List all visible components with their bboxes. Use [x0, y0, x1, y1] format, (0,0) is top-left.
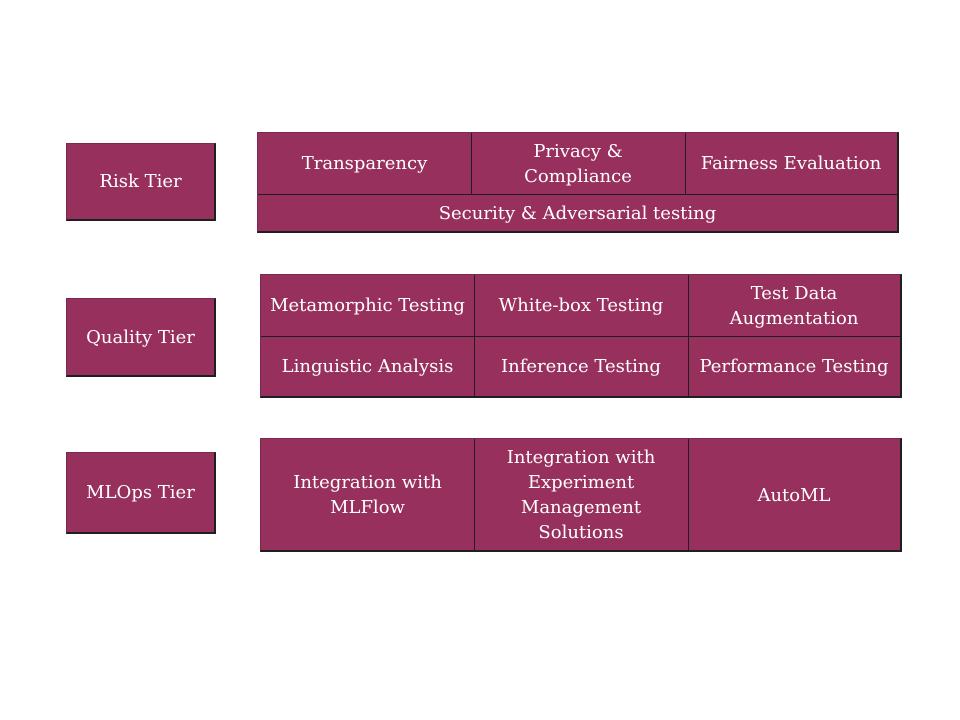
quality-item-performance: Performance Testing	[699, 356, 889, 377]
mlops-item-experiment-management: Integration with Experiment Management S…	[506, 447, 656, 543]
risk-grid-divider	[685, 133, 686, 194]
quality-item-whitebox: White-box Testing	[498, 295, 664, 316]
mlops-grid-divider	[688, 439, 689, 551]
mlops-item-automl: AutoML	[757, 484, 831, 506]
quality-item-linguistic: Linguistic Analysis	[281, 356, 454, 377]
mlops-tier-label-text: MLOps Tier	[86, 482, 195, 503]
quality-item-test-data-augmentation: Test Data Augmentation	[729, 282, 859, 329]
risk-item-fairness-evaluation: Fairness Evaluation	[700, 153, 882, 174]
quality-grid-divider	[261, 336, 900, 337]
risk-grid-divider	[258, 194, 897, 195]
risk-tier-label-text: Risk Tier	[99, 171, 182, 192]
quality-tier-grid: Metamorphic Testing White-box Testing Te…	[260, 274, 902, 398]
mlops-item-mlflow: Integration with MLFlow	[293, 472, 442, 518]
mlops-grid-divider	[474, 439, 475, 551]
risk-item-transparency: Transparency	[301, 153, 428, 174]
risk-item-security-adversarial: Security & Adversarial testing	[438, 202, 717, 224]
mlops-tier-label: MLOps Tier	[66, 452, 216, 534]
risk-grid-divider	[471, 133, 472, 194]
mlops-tier-grid: Integration with MLFlow Integration with…	[260, 438, 902, 552]
risk-item-privacy-compliance: Privacy & Compliance	[524, 140, 632, 187]
quality-tier-label-text: Quality Tier	[86, 326, 195, 348]
quality-tier-label: Quality Tier	[66, 298, 216, 377]
risk-tier-label: Risk Tier	[66, 143, 216, 221]
quality-item-inference: Inference Testing	[501, 356, 661, 377]
quality-item-metamorphic: Metamorphic Testing	[270, 295, 465, 316]
risk-tier-grid: Transparency Privacy & Compliance Fairne…	[257, 132, 899, 233]
